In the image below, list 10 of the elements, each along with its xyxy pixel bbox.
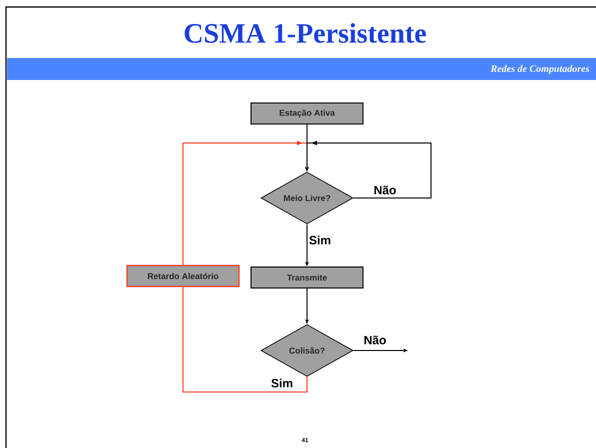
process-box: Transmite (250, 266, 364, 288)
edge-label: Não (362, 334, 388, 346)
edge-label: Sim (270, 378, 294, 388)
header-text: Redes de Computadores (490, 64, 590, 74)
process-box: Retardo Aleatório (126, 264, 240, 288)
connector-arrow (182, 140, 310, 266)
slide-title: CSMA 1-Persistente (184, 23, 426, 43)
process-box: Estação Ativa (250, 102, 364, 124)
edge-label: Não (372, 184, 398, 196)
edge-label: Sim (308, 234, 332, 246)
